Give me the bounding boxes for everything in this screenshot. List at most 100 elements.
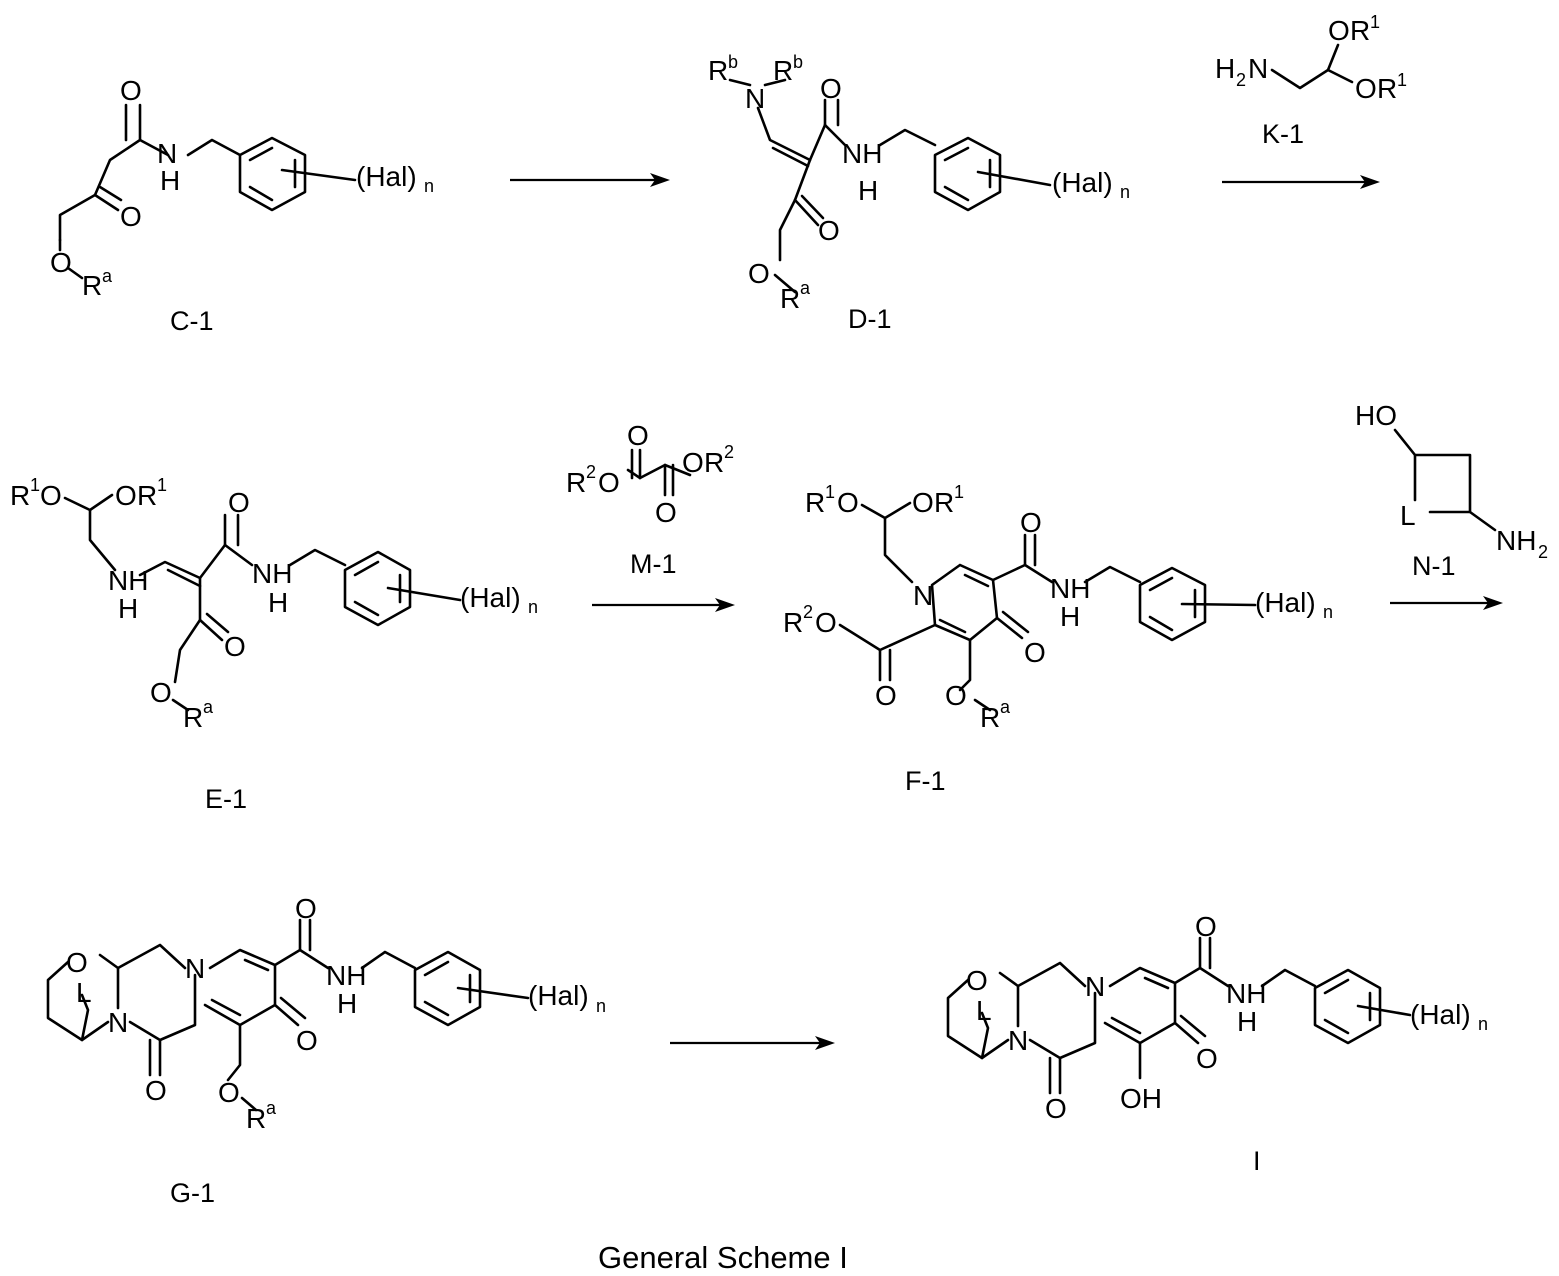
atom-o: O bbox=[50, 247, 72, 278]
superscript: a bbox=[102, 266, 113, 286]
compound-label-m1: M-1 bbox=[630, 549, 677, 579]
atom-o: O bbox=[966, 965, 988, 996]
scheme-title: General Scheme I bbox=[598, 1240, 848, 1275]
atom-h: H bbox=[268, 587, 288, 618]
halogen-label: (Hal) bbox=[528, 980, 589, 1011]
atom-nh: NH bbox=[108, 565, 148, 596]
atom-o: O bbox=[820, 73, 842, 104]
subscript: n bbox=[1120, 182, 1130, 202]
atom-n: N bbox=[913, 580, 933, 611]
compound-label-c1: C-1 bbox=[170, 306, 214, 336]
superscript: 2 bbox=[724, 442, 734, 462]
atom-o: O bbox=[748, 258, 770, 289]
atom-oh: OH bbox=[1120, 1083, 1162, 1114]
atom-r: R bbox=[183, 702, 203, 733]
compound-m1: O R 2 O O R 2 O M-1 bbox=[566, 420, 734, 579]
atom-o: O bbox=[40, 480, 62, 511]
atom-l: L bbox=[1400, 500, 1416, 531]
subscript: n bbox=[596, 996, 606, 1016]
superscript: b bbox=[793, 52, 803, 72]
compound-g1: O L N N O NH H O O O R a (Hal) n G-1 bbox=[48, 893, 606, 1208]
atom-o: O bbox=[912, 487, 934, 518]
halogen-label: (Hal) bbox=[356, 161, 417, 192]
atom-o: O bbox=[815, 607, 837, 638]
atom-o: O bbox=[655, 497, 677, 528]
superscript: 1 bbox=[954, 482, 964, 502]
atom-nh: NH bbox=[1226, 978, 1266, 1009]
atom-o: O bbox=[837, 487, 859, 518]
atom-r: R bbox=[783, 607, 803, 638]
compound-e1: R 1 O O R 1 NH H O NH H O O R a (Hal) n … bbox=[10, 475, 538, 814]
compound-label-f1: F-1 bbox=[905, 766, 946, 796]
halogen-label: (Hal) bbox=[1410, 999, 1471, 1030]
atom-n: N bbox=[1248, 53, 1268, 84]
atom-r: R bbox=[934, 487, 954, 518]
superscript: 1 bbox=[157, 475, 167, 495]
atom-nh: NH bbox=[842, 138, 882, 169]
atom-h: H bbox=[337, 988, 357, 1019]
atom-r: R bbox=[704, 447, 724, 478]
superscript: a bbox=[266, 1098, 277, 1118]
reaction-arrow bbox=[1222, 175, 1380, 189]
atom-o: O bbox=[1196, 1043, 1218, 1074]
atom-l: L bbox=[976, 995, 992, 1026]
atom-nh: NH bbox=[1050, 573, 1090, 604]
atom-l: L bbox=[76, 977, 92, 1008]
atom-nh: NH bbox=[252, 558, 292, 589]
atom-h: H bbox=[858, 175, 878, 206]
subscript: n bbox=[424, 176, 434, 196]
atom-o: O bbox=[627, 420, 649, 451]
compound-i: O L N N O NH H O O OH (Hal) n I bbox=[948, 911, 1488, 1176]
atom-o: O bbox=[224, 631, 246, 662]
atom-o: O bbox=[150, 677, 172, 708]
atom-o: O bbox=[295, 893, 317, 924]
atom-n: N bbox=[1008, 1025, 1028, 1056]
atom-o: O bbox=[228, 487, 250, 518]
atom-r: R bbox=[980, 702, 1000, 733]
atom-nh: NH bbox=[1496, 525, 1536, 556]
superscript: a bbox=[1000, 697, 1011, 717]
atom-r: R bbox=[708, 55, 728, 86]
subscript: 2 bbox=[1236, 70, 1246, 90]
atom-o: O bbox=[120, 75, 142, 106]
atom-o: O bbox=[1355, 73, 1377, 104]
compound-k1: H 2 N O R 1 O R 1 K-1 bbox=[1215, 12, 1407, 149]
reaction-arrow bbox=[510, 173, 670, 187]
compound-label-e1: E-1 bbox=[205, 784, 247, 814]
atom-h: H bbox=[1237, 1006, 1257, 1037]
halogen-label: (Hal) bbox=[460, 582, 521, 613]
atom-o: O bbox=[682, 447, 704, 478]
atom-o: O bbox=[296, 1025, 318, 1056]
atom-r: R bbox=[1350, 15, 1370, 46]
superscript: 1 bbox=[825, 482, 835, 502]
superscript: b bbox=[728, 52, 738, 72]
reaction-arrow bbox=[592, 598, 735, 612]
atom-h: H bbox=[118, 593, 138, 624]
superscript: 1 bbox=[1397, 70, 1407, 90]
reaction-arrow bbox=[1390, 596, 1503, 610]
atom-nh: NH bbox=[326, 960, 366, 991]
compound-c1: O N H O O R a (Hal) n C-1 bbox=[50, 75, 434, 336]
atom-o: O bbox=[875, 680, 897, 711]
atom-r: R bbox=[566, 467, 586, 498]
compound-label-n1: N-1 bbox=[1412, 551, 1456, 581]
compound-label-i: I bbox=[1253, 1146, 1261, 1176]
atom-r: R bbox=[1377, 73, 1397, 104]
halogen-label: (Hal) bbox=[1052, 167, 1113, 198]
compound-n1: HO L NH 2 N-1 bbox=[1355, 400, 1548, 581]
atom-o: O bbox=[1328, 15, 1350, 46]
superscript: 1 bbox=[1370, 12, 1380, 32]
subscript: n bbox=[1478, 1014, 1488, 1034]
superscript: a bbox=[800, 278, 811, 298]
atom-o: O bbox=[120, 201, 142, 232]
atom-r: R bbox=[805, 487, 825, 518]
superscript: 1 bbox=[30, 475, 40, 495]
reaction-arrow bbox=[670, 1036, 835, 1050]
compound-label-g1: G-1 bbox=[170, 1178, 215, 1208]
superscript: 2 bbox=[586, 462, 596, 482]
atom-o: O bbox=[818, 215, 840, 246]
atom-n: N bbox=[108, 1007, 128, 1038]
compound-d1: R b R b N O NH H O O R a (Hal) n D-1 bbox=[708, 52, 1130, 334]
atom-o: O bbox=[145, 1075, 167, 1106]
